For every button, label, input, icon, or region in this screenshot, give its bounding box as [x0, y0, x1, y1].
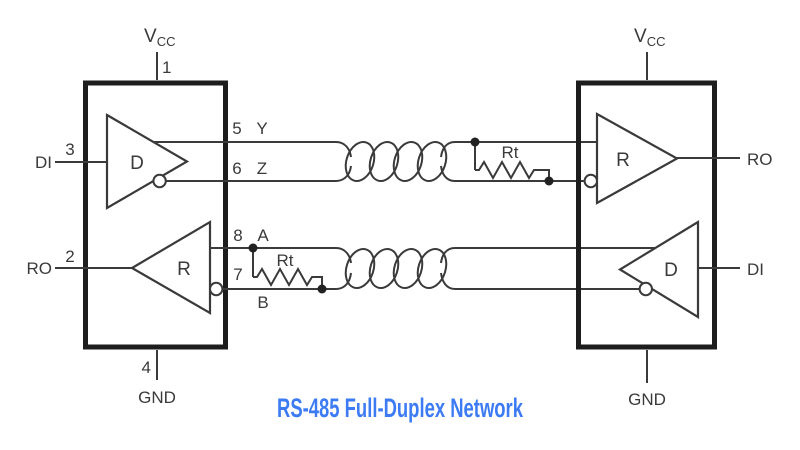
junction-dot: [317, 284, 327, 294]
line-b-label: B: [257, 293, 268, 312]
pin-y-number: 5: [232, 119, 241, 138]
right-receiver-inversion-bubble: [583, 173, 598, 189]
left-gnd-pin-number: 4: [142, 358, 151, 377]
pin-b-number: 7: [233, 265, 242, 284]
right-vcc-label: VCC: [634, 26, 665, 49]
left-receiver: RO 2 R: [27, 220, 224, 315]
rt-bottom-lead-lower: [316, 276, 323, 287]
left-ic-outline: [83, 80, 228, 350]
right-receiver-gate-label: R: [616, 150, 630, 171]
right-ic-outline: [576, 80, 717, 350]
b-wire-right: [440, 272, 640, 290]
junction-dot: [470, 137, 480, 147]
junction-dot: [248, 243, 258, 253]
right-driver-triangle: [617, 220, 700, 319]
twist-loop: [416, 141, 448, 182]
line-a-label: A: [257, 226, 269, 245]
rt-top-lead-lower: [538, 169, 550, 179]
bottom-twisted-pair: Rt: [210, 243, 655, 294]
left-ro-pin-number: 2: [65, 247, 74, 266]
z-wire-right: [440, 165, 585, 182]
twist-loop: [416, 248, 448, 289]
right-di-label: DI: [747, 260, 764, 279]
twist-loop: [344, 248, 376, 289]
left-driver-inversion-bubble: [152, 173, 167, 189]
line-y-label: Y: [256, 119, 267, 138]
right-transceiver: VCC GND R RO D DI: [576, 26, 773, 409]
line-z-label: Z: [257, 159, 267, 178]
right-gnd-label: GND: [628, 390, 666, 409]
a-wire-right: [440, 247, 655, 264]
left-receiver-triangle: [129, 220, 212, 315]
left-driver-triangle: [105, 113, 190, 210]
z-wire-left: [165, 165, 352, 182]
right-receiver-triangle: [595, 112, 680, 205]
y-wire-left: [153, 141, 352, 158]
right-driver-gate-label: D: [664, 260, 678, 281]
y-wire-right: [440, 141, 597, 158]
b-wire-left: [222, 272, 352, 290]
rt-bottom-zigzag: [253, 266, 316, 288]
bottom-termination-resistor: Rt: [248, 243, 327, 294]
rt-top-label: Rt: [502, 143, 519, 162]
left-receiver-gate-label: R: [177, 259, 191, 280]
twist-loop: [392, 248, 424, 289]
a-wire-left: [210, 247, 352, 264]
right-driver-inversion-bubble: [638, 281, 653, 297]
left-gnd-label: GND: [138, 388, 176, 407]
twist-loop: [392, 141, 424, 182]
left-vcc-label: VCC: [144, 26, 175, 49]
rt-bottom-label: Rt: [277, 251, 294, 270]
twist-loop: [368, 141, 400, 182]
left-transceiver: VCC 1 4 GND DI 3 D RO 2 R 5 Y 6 Z 8 A 7: [27, 26, 270, 407]
left-driver-gate-label: D: [130, 153, 144, 174]
pin-a-number: 8: [233, 226, 242, 245]
right-ro-label: RO: [747, 150, 773, 169]
twist-loop: [344, 141, 376, 182]
rt-top-zigzag: [475, 159, 538, 181]
left-driver: DI 3 D: [35, 113, 190, 210]
left-receiver-inversion-bubble: [209, 281, 224, 297]
right-driver: D DI: [617, 220, 764, 319]
figure-caption: RS-485 Full-Duplex Network: [277, 393, 524, 423]
left-vcc-pin-number: 1: [162, 58, 171, 77]
top-twisted-pair: Rt: [153, 137, 597, 186]
twist-loop: [368, 248, 400, 289]
pin-z-number: 6: [232, 159, 241, 178]
right-receiver: R RO: [583, 112, 773, 205]
left-ro-label: RO: [27, 259, 53, 278]
top-termination-resistor: Rt: [470, 137, 554, 186]
left-di-pin-number: 3: [65, 140, 74, 159]
junction-dot: [544, 176, 554, 186]
left-di-label: DI: [35, 153, 52, 172]
